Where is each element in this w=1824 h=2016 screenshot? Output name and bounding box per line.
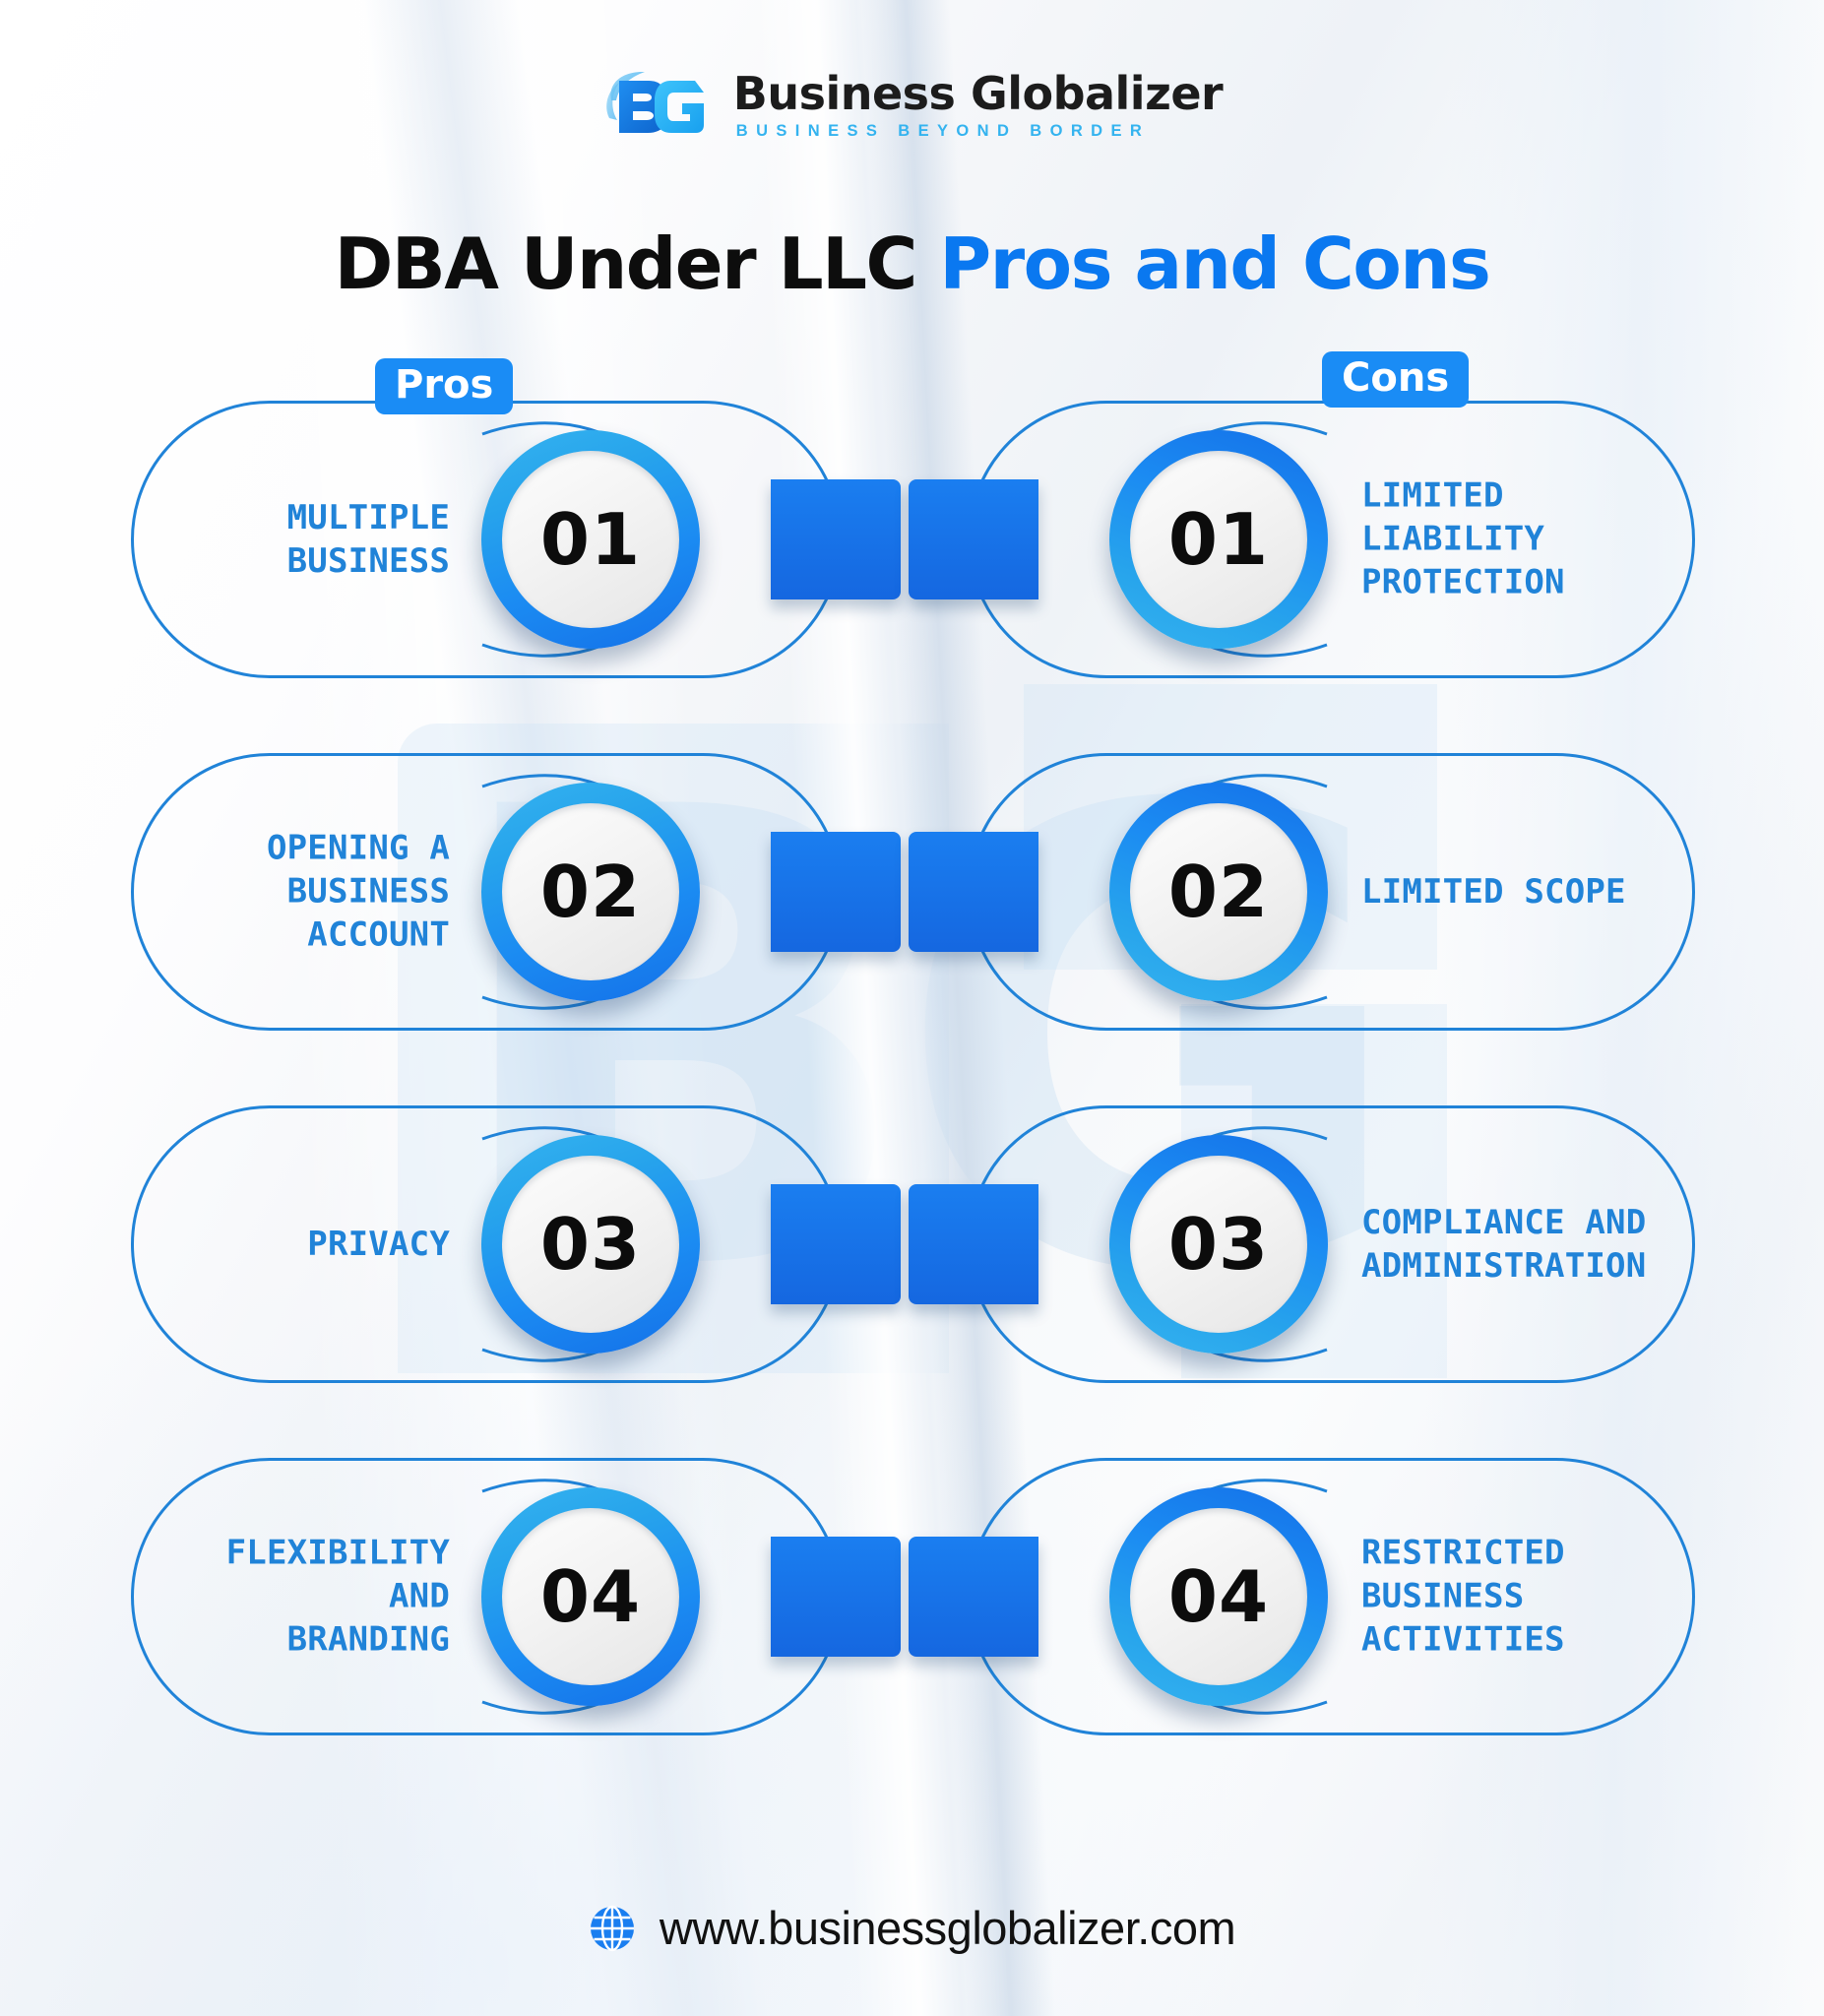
item-number: 01	[1167, 498, 1270, 581]
connector-tab	[909, 832, 1038, 952]
number-ring: 03	[1109, 1135, 1328, 1354]
item-label-line: MULTIPLE BUSINESS	[286, 497, 450, 581]
cons-item-3[interactable]: 03 COMPLIANCE AND ADMINISTRATION	[909, 1105, 1695, 1383]
item-label-line: FLEXIBILITY AND	[225, 1533, 450, 1616]
item-label-line: BRANDING	[286, 1620, 450, 1661]
pill-outline	[968, 753, 1695, 1031]
footer: www.businessglobalizer.com	[0, 1901, 1824, 1955]
item-label-line: BUSINESS ACCOUNT	[286, 871, 450, 956]
pros-column-badge: Pros	[375, 358, 514, 414]
item-label-line: BUSINESS ACTIVITIES	[1361, 1576, 1565, 1661]
number-badge: 02	[1109, 783, 1328, 1001]
number-ring: 02	[1109, 783, 1328, 1001]
pros-item-2[interactable]: 02 OPENING A BUSINESS ACCOUNT	[131, 753, 901, 1031]
number-ring-inner: 01	[502, 451, 679, 628]
number-badge: 04	[1109, 1487, 1328, 1706]
page-title-primary: DBA Under LLC	[334, 222, 918, 306]
number-ring-inner: 02	[502, 803, 679, 980]
connector-tab	[771, 479, 901, 599]
item-number: 02	[539, 850, 642, 933]
item-label: COMPLIANCE AND ADMINISTRATION	[1361, 1201, 1650, 1288]
item-label: FLEXIBILITY AND BRANDING	[176, 1532, 450, 1663]
number-ring: 02	[481, 783, 700, 1001]
number-ring: 04	[1109, 1487, 1328, 1706]
number-ring-inner: 01	[1130, 451, 1307, 628]
item-number: 03	[1167, 1203, 1270, 1286]
connector-tab	[771, 1184, 901, 1304]
number-ring: 01	[481, 430, 700, 649]
pill-outline	[968, 1458, 1695, 1735]
item-label: MULTIPLE BUSINESS	[176, 496, 450, 583]
brand-logo-text: Business Globalizer BUSINESS BEYOND BORD…	[732, 66, 1224, 141]
number-badge: 02	[481, 783, 700, 1001]
number-badge: 03	[481, 1135, 700, 1354]
pill-outline	[968, 401, 1695, 678]
item-number: 04	[539, 1555, 642, 1638]
number-ring-inner: 04	[1130, 1508, 1307, 1685]
item-number: 01	[539, 498, 642, 581]
bg-monogram-icon	[601, 67, 712, 144]
number-ring-inner: 03	[502, 1156, 679, 1333]
connector-tab	[771, 1537, 901, 1657]
item-number: 03	[539, 1203, 642, 1286]
item-label: PRIVACY	[176, 1223, 450, 1266]
pill-outline	[968, 1105, 1695, 1383]
page-title: DBA Under LLC Pros and Cons	[0, 222, 1824, 305]
cons-item-4[interactable]: 04 RESTRICTED BUSINESS ACTIVITIES	[909, 1458, 1695, 1735]
globe-icon	[589, 1905, 636, 1952]
brand-tagline: BUSINESS BEYOND BORDER	[735, 122, 1151, 141]
item-label: LIMITED SCOPE	[1361, 870, 1650, 914]
item-label-line: OPENING A	[266, 828, 450, 868]
page-title-accent: Pros and Cons	[939, 222, 1491, 306]
brand-name: Business Globalizer	[732, 66, 1224, 120]
connector-tab	[909, 479, 1038, 599]
item-label: OPENING A BUSINESS ACCOUNT	[176, 827, 450, 958]
cons-item-1[interactable]: 01 LIMITED LIABILITY PROTECTION	[909, 401, 1695, 678]
number-ring: 01	[1109, 430, 1328, 649]
website-url: www.businessglobalizer.com	[659, 1902, 1236, 1954]
number-badge: 03	[1109, 1135, 1328, 1354]
item-label: LIMITED LIABILITY PROTECTION	[1361, 474, 1650, 605]
item-label-line: LIMITED SCOPE	[1361, 871, 1626, 912]
item-label: RESTRICTED BUSINESS ACTIVITIES	[1361, 1532, 1650, 1663]
pros-item-1[interactable]: 01 MULTIPLE BUSINESS	[131, 401, 901, 678]
brand-logo: Business Globalizer BUSINESS BEYOND BORD…	[0, 67, 1824, 144]
cons-item-2[interactable]: 02 LIMITED SCOPE	[909, 753, 1695, 1031]
item-number: 02	[1167, 850, 1270, 933]
number-badge: 01	[1109, 430, 1328, 649]
cons-column-badge: Cons	[1322, 351, 1470, 408]
item-label-line: LIMITED LIABILITY	[1361, 475, 1545, 559]
number-badge: 04	[481, 1487, 700, 1706]
item-label-line: PRIVACY	[307, 1224, 450, 1264]
item-label-line: PROTECTION	[1361, 563, 1565, 603]
item-label-line: COMPLIANCE AND	[1361, 1202, 1647, 1242]
pros-item-3[interactable]: 03 PRIVACY	[131, 1105, 901, 1383]
number-ring: 04	[481, 1487, 700, 1706]
item-label-line: RESTRICTED	[1361, 1533, 1565, 1573]
item-label-line: ADMINISTRATION	[1361, 1246, 1647, 1286]
pros-item-4[interactable]: 04 FLEXIBILITY AND BRANDING	[131, 1458, 901, 1735]
item-number: 04	[1167, 1555, 1270, 1638]
connector-tab	[909, 1537, 1038, 1657]
connector-tab	[771, 832, 901, 952]
number-ring: 03	[481, 1135, 700, 1354]
number-ring-inner: 03	[1130, 1156, 1307, 1333]
number-ring-inner: 02	[1130, 803, 1307, 980]
connector-tab	[909, 1184, 1038, 1304]
number-badge: 01	[481, 430, 700, 649]
number-ring-inner: 04	[502, 1508, 679, 1685]
